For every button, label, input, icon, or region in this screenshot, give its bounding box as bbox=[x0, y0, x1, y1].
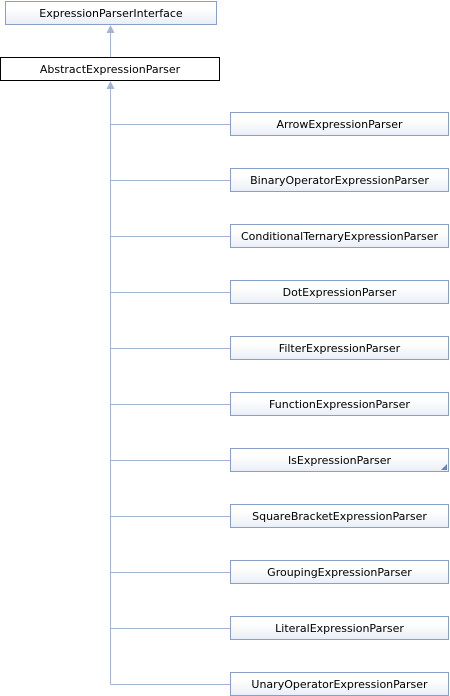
node-label: UnaryOperatorExpressionParser bbox=[251, 677, 428, 691]
node-label: ExpressionParserInterface bbox=[39, 6, 183, 20]
inheritance-arrow-icon bbox=[106, 81, 115, 89]
node-subclass[interactable]: FunctionExpressionParser bbox=[230, 392, 449, 416]
node-label: FilterExpressionParser bbox=[278, 341, 401, 355]
node-subclass[interactable]: LiteralExpressionParser bbox=[230, 616, 449, 640]
node-label: BinaryOperatorExpressionParser bbox=[250, 173, 429, 187]
node-subclass[interactable]: FilterExpressionParser bbox=[230, 336, 449, 360]
node-label: SquareBracketExpressionParser bbox=[252, 509, 427, 523]
inheritance-arrow-icon bbox=[106, 25, 115, 33]
node-label: ArrowExpressionParser bbox=[276, 117, 403, 131]
node-subclass[interactable]: DotExpressionParser bbox=[230, 280, 449, 304]
node-subclass[interactable]: ConditionalTernaryExpressionParser bbox=[230, 224, 449, 248]
node-abstract-expression-parser: AbstractExpressionParser bbox=[0, 57, 220, 81]
node-expression-parser-interface[interactable]: ExpressionParserInterface bbox=[5, 1, 217, 25]
node-subclass[interactable]: UnaryOperatorExpressionParser bbox=[230, 672, 449, 696]
node-label: DotExpressionParser bbox=[282, 285, 397, 299]
node-label: GroupingExpressionParser bbox=[267, 565, 412, 579]
node-subclass[interactable]: BinaryOperatorExpressionParser bbox=[230, 168, 449, 192]
node-label: FunctionExpressionParser bbox=[269, 397, 410, 411]
node-subclass[interactable]: GroupingExpressionParser bbox=[230, 560, 449, 584]
node-subclass[interactable]: ArrowExpressionParser bbox=[230, 112, 449, 136]
node-label: ConditionalTernaryExpressionParser bbox=[240, 229, 439, 243]
node-label: IsExpressionParser bbox=[287, 453, 392, 467]
node-subclass[interactable]: IsExpressionParser bbox=[230, 448, 449, 472]
node-label: AbstractExpressionParser bbox=[39, 62, 181, 76]
node-label: LiteralExpressionParser bbox=[275, 621, 404, 635]
node-subclass[interactable]: SquareBracketExpressionParser bbox=[230, 504, 449, 528]
collapsed-subclasses-icon bbox=[441, 464, 447, 470]
